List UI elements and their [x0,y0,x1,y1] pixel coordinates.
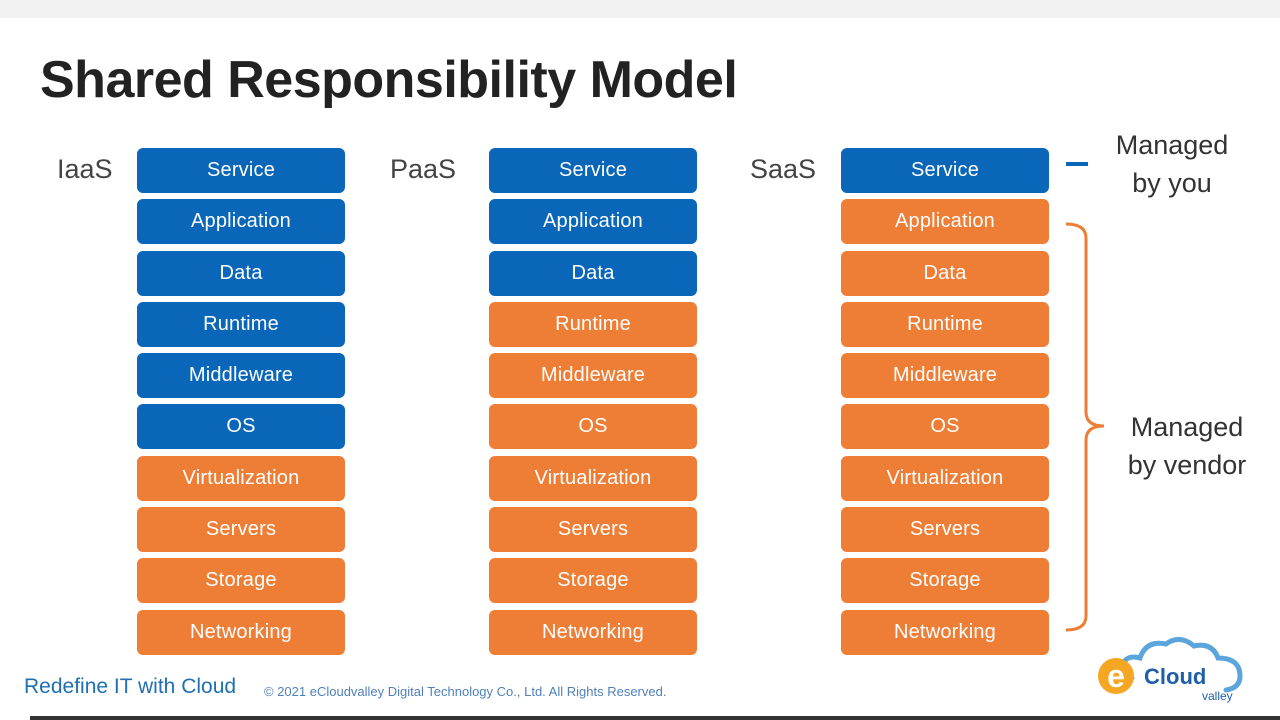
top-bar [0,0,1280,18]
layer-storage: Storage [489,558,697,604]
layer-networking: Networking [489,609,697,655]
legend-you-line2: by you [1132,168,1212,198]
layer-service: Service [841,148,1049,193]
footer-copyright: © 2021 eCloudvalley Digital Technology C… [264,684,667,699]
legend-you-line1: Managed [1115,130,1229,160]
layer-os: OS [137,404,345,450]
footer-tagline: Redefine IT with Cloud [24,675,237,698]
logo-word: Cloud [1144,664,1206,689]
layer-virtualization: Virtualization [137,455,345,501]
column-label-paas: PaaS [390,154,457,184]
layer-data: Data [841,250,1049,296]
layer-runtime: Runtime [137,301,345,347]
layer-networking: Networking [137,609,345,655]
layer-storage: Storage [841,558,1049,604]
bottom-divider [30,716,1280,720]
logo-letter: e [1107,658,1125,694]
layer-runtime: Runtime [489,301,697,347]
layer-middleware: Middleware [137,353,345,399]
layer-application: Application [137,199,345,245]
column-label-saas: SaaS [750,154,817,184]
layer-virtualization: Virtualization [489,455,697,501]
layer-os: OS [489,404,697,450]
vendor-brace [1065,222,1105,632]
logo-sub: valley [1202,689,1233,703]
layer-os: OS [841,404,1049,450]
legend-vendor-line2: by vendor [1127,450,1247,480]
column-label-iaas: IaaS [57,154,113,184]
layer-servers: Servers [489,507,697,553]
layer-data: Data [137,250,345,296]
layer-virtualization: Virtualization [841,455,1049,501]
layer-runtime: Runtime [841,301,1049,347]
layer-application: Application [841,199,1049,245]
layer-middleware: Middleware [841,353,1049,399]
layer-servers: Servers [841,507,1049,553]
managed-by-you-marker [1066,162,1088,166]
slide-title: Shared Responsibility Model [40,51,738,109]
layer-service: Service [137,148,345,193]
legend-vendor-line1: Managed [1130,412,1244,442]
layer-service: Service [489,148,697,193]
ecloudvalley-logo: e Cloud valley [1098,637,1243,703]
layer-middleware: Middleware [489,353,697,399]
layer-servers: Servers [137,507,345,553]
layer-networking: Networking [841,609,1049,655]
layer-storage: Storage [137,558,345,604]
layer-application: Application [489,199,697,245]
layer-data: Data [489,250,697,296]
legend-managed-by-you: Managed by you [1104,126,1240,202]
legend-managed-by-vendor: Managed by vendor [1114,408,1260,484]
